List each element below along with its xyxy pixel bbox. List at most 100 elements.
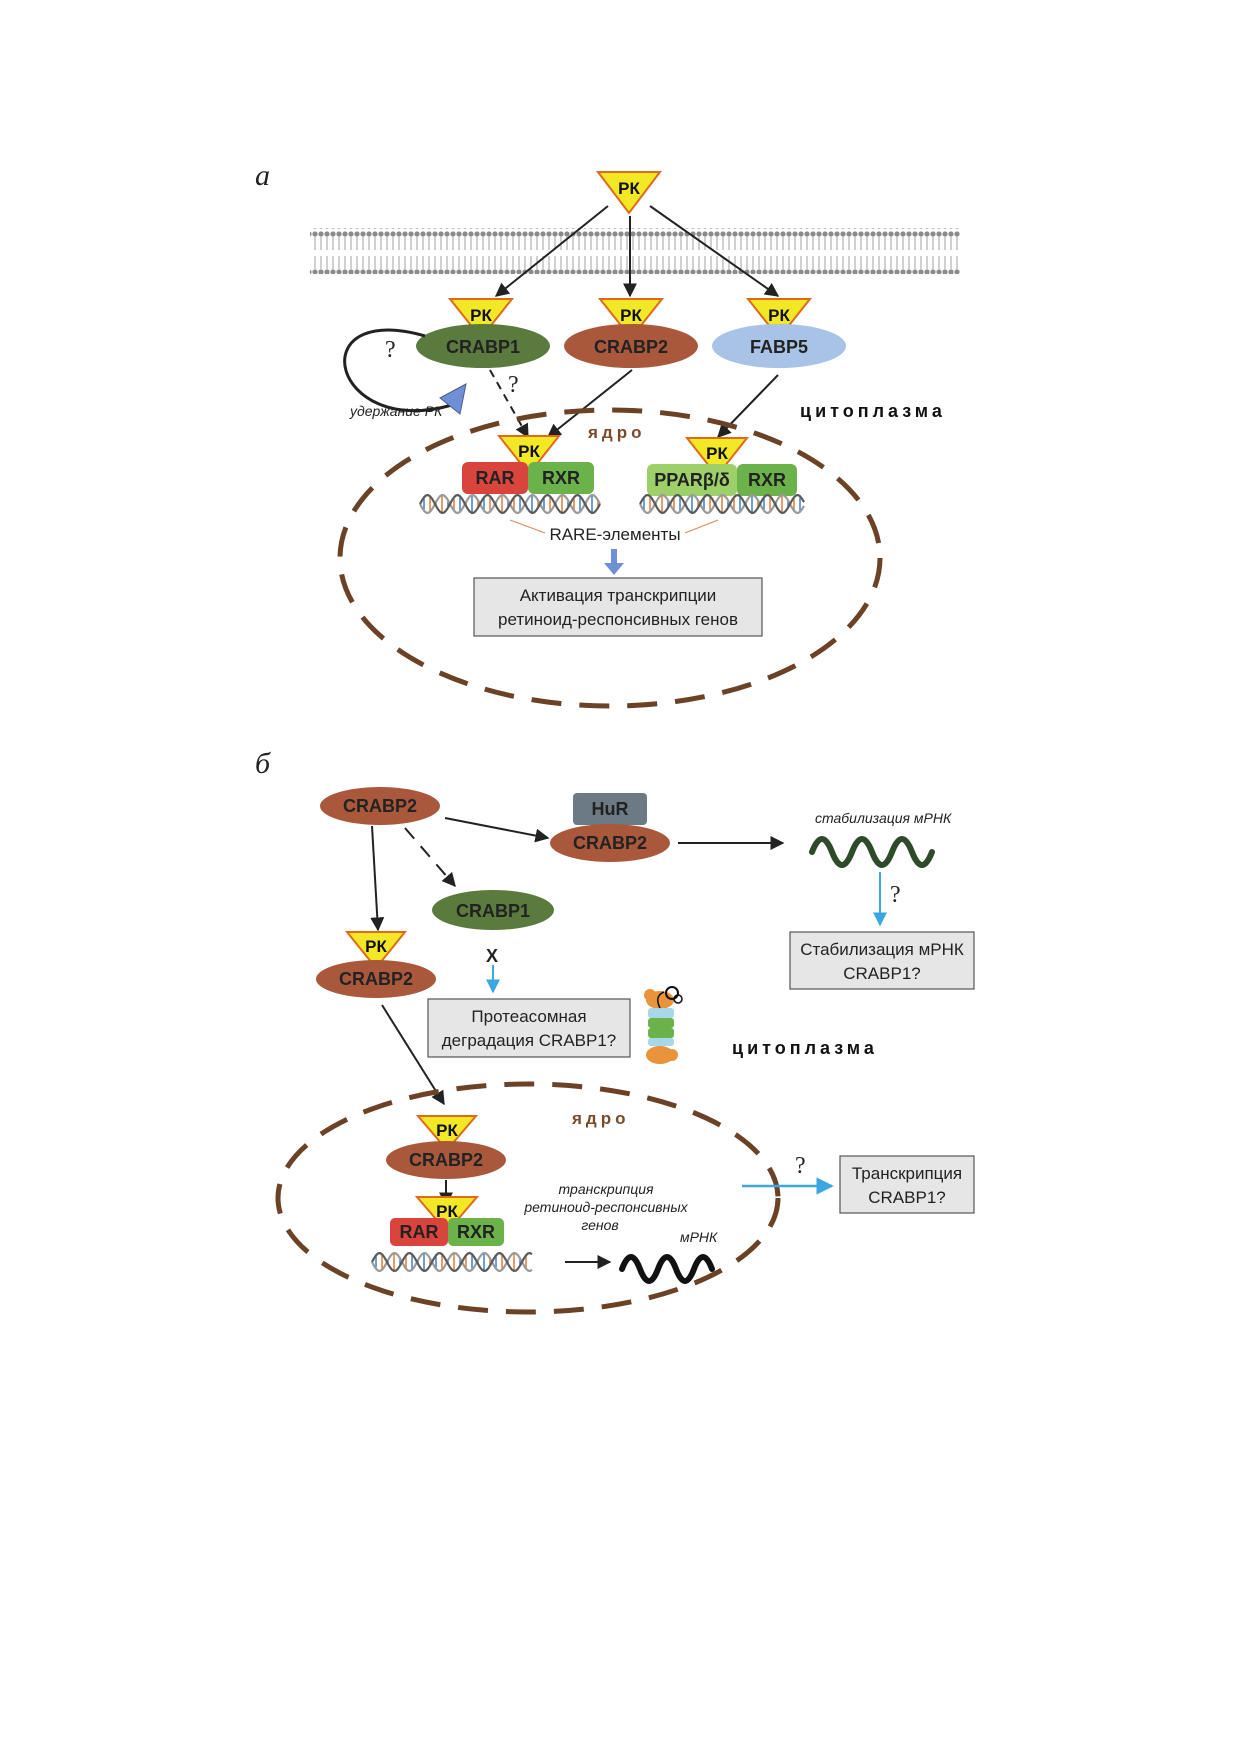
- receptor-rar-a: RAR: [462, 462, 528, 494]
- arrow-rk-to-fabp5: [649, 205, 780, 297]
- receptor-rxr-b: RXR: [448, 1218, 504, 1246]
- arrow-fabp5-to-ppar: [717, 374, 779, 439]
- ligand-rk-top: РК: [595, 171, 663, 215]
- svg-text:РК: РК: [470, 306, 492, 325]
- mrna-wave-nucleus: [619, 1254, 715, 1284]
- svg-text:РК: РК: [768, 306, 790, 325]
- protein-crabp2-b-hur: CRABP2: [550, 824, 670, 862]
- svg-text:RXR: RXR: [542, 468, 580, 488]
- svg-text:RXR: RXR: [748, 470, 786, 490]
- svg-text:деградация CRABP1?: деградация CRABP1?: [442, 1031, 617, 1050]
- svg-text:Стабилизация мРНК: Стабилизация мРНК: [800, 940, 964, 959]
- svg-text:CRABP2: CRABP2: [343, 796, 417, 816]
- svg-text:PPARβ/δ: PPARβ/δ: [654, 470, 730, 490]
- nucleus-a: [337, 407, 883, 709]
- svg-text:FABP5: FABP5: [750, 337, 808, 357]
- dna-helix-a2: [639, 493, 805, 515]
- ligand-rk-fabp5: РК: [745, 298, 813, 340]
- arrow-rk-to-crabp1: [494, 205, 609, 297]
- transcription-question: ?: [795, 1153, 806, 1179]
- svg-text:CRABP1: CRABP1: [456, 901, 530, 921]
- dna-helix-a1: [419, 493, 601, 515]
- transcription-label-3: генов: [581, 1217, 618, 1233]
- receptor-ppar-a: PPARβ/δ: [647, 464, 737, 496]
- protein-crabp2-b-nuc: CRABP2: [386, 1141, 506, 1179]
- nucleus-label-a: ядро: [587, 423, 645, 442]
- svg-text:CRABP1?: CRABP1?: [868, 1188, 945, 1207]
- cytoplasm-label-b: цитоплазма: [732, 1038, 878, 1058]
- nucleus-b: [275, 1081, 781, 1315]
- crabp1-nuclear-question: ?: [508, 372, 519, 398]
- protein-crabp1-b: CRABP1: [432, 890, 554, 930]
- svg-text:RAR: RAR: [476, 468, 515, 488]
- svg-text:РК: РК: [436, 1121, 458, 1140]
- svg-text:RAR: RAR: [400, 1222, 439, 1242]
- cytoplasm-label-a: цитоплазма: [800, 401, 946, 421]
- svg-text:ретиноид-респонсивных генов: ретиноид-респонсивных генов: [498, 610, 738, 629]
- rare-label: RARE-элементы: [549, 525, 680, 544]
- svg-text:CRABP2: CRABP2: [594, 337, 668, 357]
- svg-text:РК: РК: [436, 1202, 458, 1221]
- panel-b-letter: б: [255, 747, 271, 780]
- mrna-wave-top: [809, 836, 935, 868]
- ligand-rk-ppar: РК: [684, 437, 750, 478]
- protein-crabp2-b-cyto: CRABP2: [316, 960, 436, 998]
- protein-fabp5: FABP5: [712, 324, 846, 368]
- mrna-stabilization-box: Стабилизация мРНК CRABP1?: [789, 931, 975, 990]
- protein-hur: HuR: [573, 793, 647, 825]
- svg-text:РК: РК: [706, 444, 728, 463]
- protein-crabp2-b-top: CRABP2: [320, 787, 440, 825]
- ligand-rk-b-rar: РК: [414, 1196, 480, 1234]
- mrna-stabilization-label: стабилизация мРНК: [815, 810, 952, 826]
- receptor-rar-b: RAR: [390, 1218, 448, 1246]
- receptor-rxr-a: RXR: [528, 462, 594, 494]
- svg-text:Активация транскрипции: Активация транскрипции: [520, 586, 717, 605]
- transcription-label-1: транскрипция: [559, 1181, 654, 1197]
- svg-text:CRABP2: CRABP2: [409, 1150, 483, 1170]
- svg-text:Протеасомная: Протеасомная: [471, 1007, 586, 1026]
- dna-helix-b: [371, 1251, 533, 1273]
- retention-question: ?: [385, 337, 396, 363]
- transcription-activation-box: Активация транскрипции ретиноид-респонси…: [473, 577, 763, 637]
- cell-membrane: [310, 228, 960, 274]
- rare-pointer-right: [684, 519, 719, 534]
- svg-text:CRABP1?: CRABP1?: [843, 964, 920, 983]
- ligand-rk-crabp2: РК: [597, 298, 665, 340]
- ligand-rk-rar: РК: [496, 435, 562, 476]
- arrow-rk-crabp2-to-nucleus: [381, 1004, 445, 1106]
- block-mark: X: [486, 946, 498, 966]
- svg-text:РК: РК: [365, 937, 387, 956]
- arrow-crabp2-to-rk-crabp2: [370, 825, 385, 932]
- protein-crabp1: CRABP1: [416, 324, 550, 368]
- retention-loop: [343, 328, 453, 413]
- transcription-crabp1-box: Транскрипция CRABP1?: [839, 1155, 975, 1214]
- svg-text:RXR: RXR: [457, 1222, 495, 1242]
- receptor-rxr-a2: RXR: [737, 464, 797, 496]
- activation-arrow: [604, 549, 624, 575]
- mrna-stab-question: ?: [890, 882, 901, 908]
- svg-text:Транскрипция: Транскрипция: [852, 1164, 962, 1183]
- arrow-crabp2-to-rar: [546, 369, 633, 438]
- arrow-crabp2-to-hur: [444, 817, 550, 843]
- nucleus-label-b: ядро: [571, 1109, 629, 1128]
- retention-arrowhead: [439, 383, 467, 415]
- ligand-rk-crabp1: РК: [447, 298, 515, 340]
- svg-text:РК: РК: [620, 306, 642, 325]
- ligand-rk-b-nuc: РК: [415, 1115, 479, 1152]
- mrna-label-b: мРНК: [680, 1229, 718, 1245]
- panel-a-letter: а: [255, 159, 270, 192]
- retention-label: удержание РК: [349, 403, 443, 419]
- rare-pointer-left: [509, 519, 546, 534]
- svg-text:РК: РК: [518, 442, 540, 461]
- svg-text:CRABP2: CRABP2: [573, 833, 647, 853]
- protein-crabp2: CRABP2: [564, 324, 698, 368]
- svg-text:CRABP1: CRABP1: [446, 337, 520, 357]
- ligand-rk-b-cyto: РК: [344, 931, 408, 970]
- transcription-label-2: ретиноид-респонсивных: [523, 1199, 688, 1215]
- proteasome-degradation-box: Протеасомная деградация CRABP1?: [427, 998, 631, 1058]
- svg-text:CRABP2: CRABP2: [339, 969, 413, 989]
- arrow-crabp2-to-crabp1-b: [404, 827, 456, 888]
- svg-text:HuR: HuR: [592, 799, 629, 819]
- svg-text:РК: РК: [618, 179, 640, 198]
